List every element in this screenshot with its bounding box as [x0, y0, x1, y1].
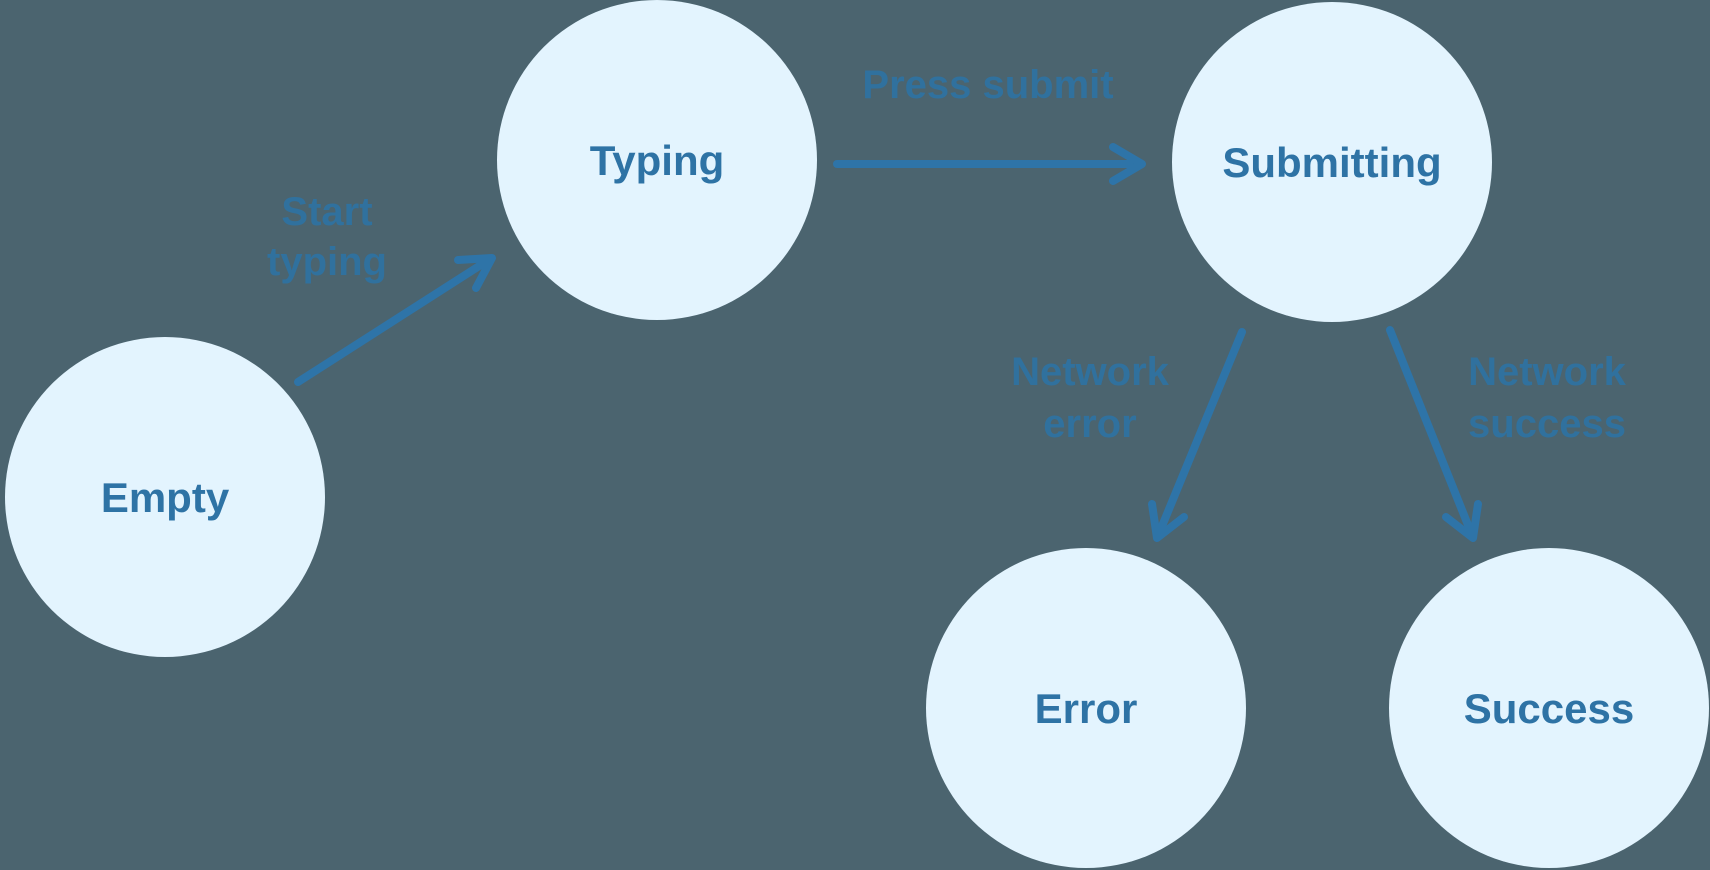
state-node-error: Error: [926, 548, 1246, 868]
transition-label-line: error: [1043, 402, 1136, 446]
state-label-typing: Typing: [590, 137, 725, 184]
state-node-typing: Typing: [497, 0, 817, 320]
transition-arrow-press-submit: [833, 143, 1146, 185]
transition-label-line: success: [1468, 402, 1626, 446]
transition-arrow-start-typing: [294, 254, 496, 386]
transition-label-line: Start: [281, 190, 372, 234]
arrowhead-icon: [1109, 143, 1146, 185]
arrow-shaft: [1156, 328, 1246, 535]
state-node-submitting: Submitting: [1172, 2, 1492, 322]
state-label-submitting: Submitting: [1222, 139, 1441, 186]
transition-label-start-typing: Start typing: [267, 190, 387, 284]
transition-label-line: Network: [1468, 350, 1627, 394]
state-circle-typing: [497, 0, 817, 320]
state-circle-submitting: [1172, 2, 1492, 322]
transition-arrow-network-error: [1148, 328, 1246, 542]
arrow-shaft: [1386, 326, 1474, 534]
state-circle-empty: [5, 337, 325, 657]
state-node-success: Success: [1389, 548, 1709, 868]
transition-label-press-submit: Press submit: [862, 63, 1113, 107]
transition-label-network-error: Network error: [1011, 350, 1170, 446]
transition-arrow-network-success: [1386, 326, 1482, 542]
transition-label-line: typing: [267, 240, 387, 284]
transition-label-line: Network: [1011, 350, 1170, 394]
state-label-error: Error: [1035, 685, 1138, 732]
transition-label-network-success: Network success: [1468, 350, 1627, 446]
arrowhead-icon: [454, 254, 496, 292]
arrowhead-icon: [1148, 500, 1188, 542]
arrow-shaft: [294, 257, 491, 386]
state-circle-error: [926, 548, 1246, 868]
state-label-empty: Empty: [101, 474, 230, 521]
arrowhead-icon: [1442, 500, 1482, 542]
state-circle-success: [1389, 548, 1709, 868]
state-node-empty: Empty: [5, 337, 325, 657]
state-label-success: Success: [1464, 685, 1634, 732]
